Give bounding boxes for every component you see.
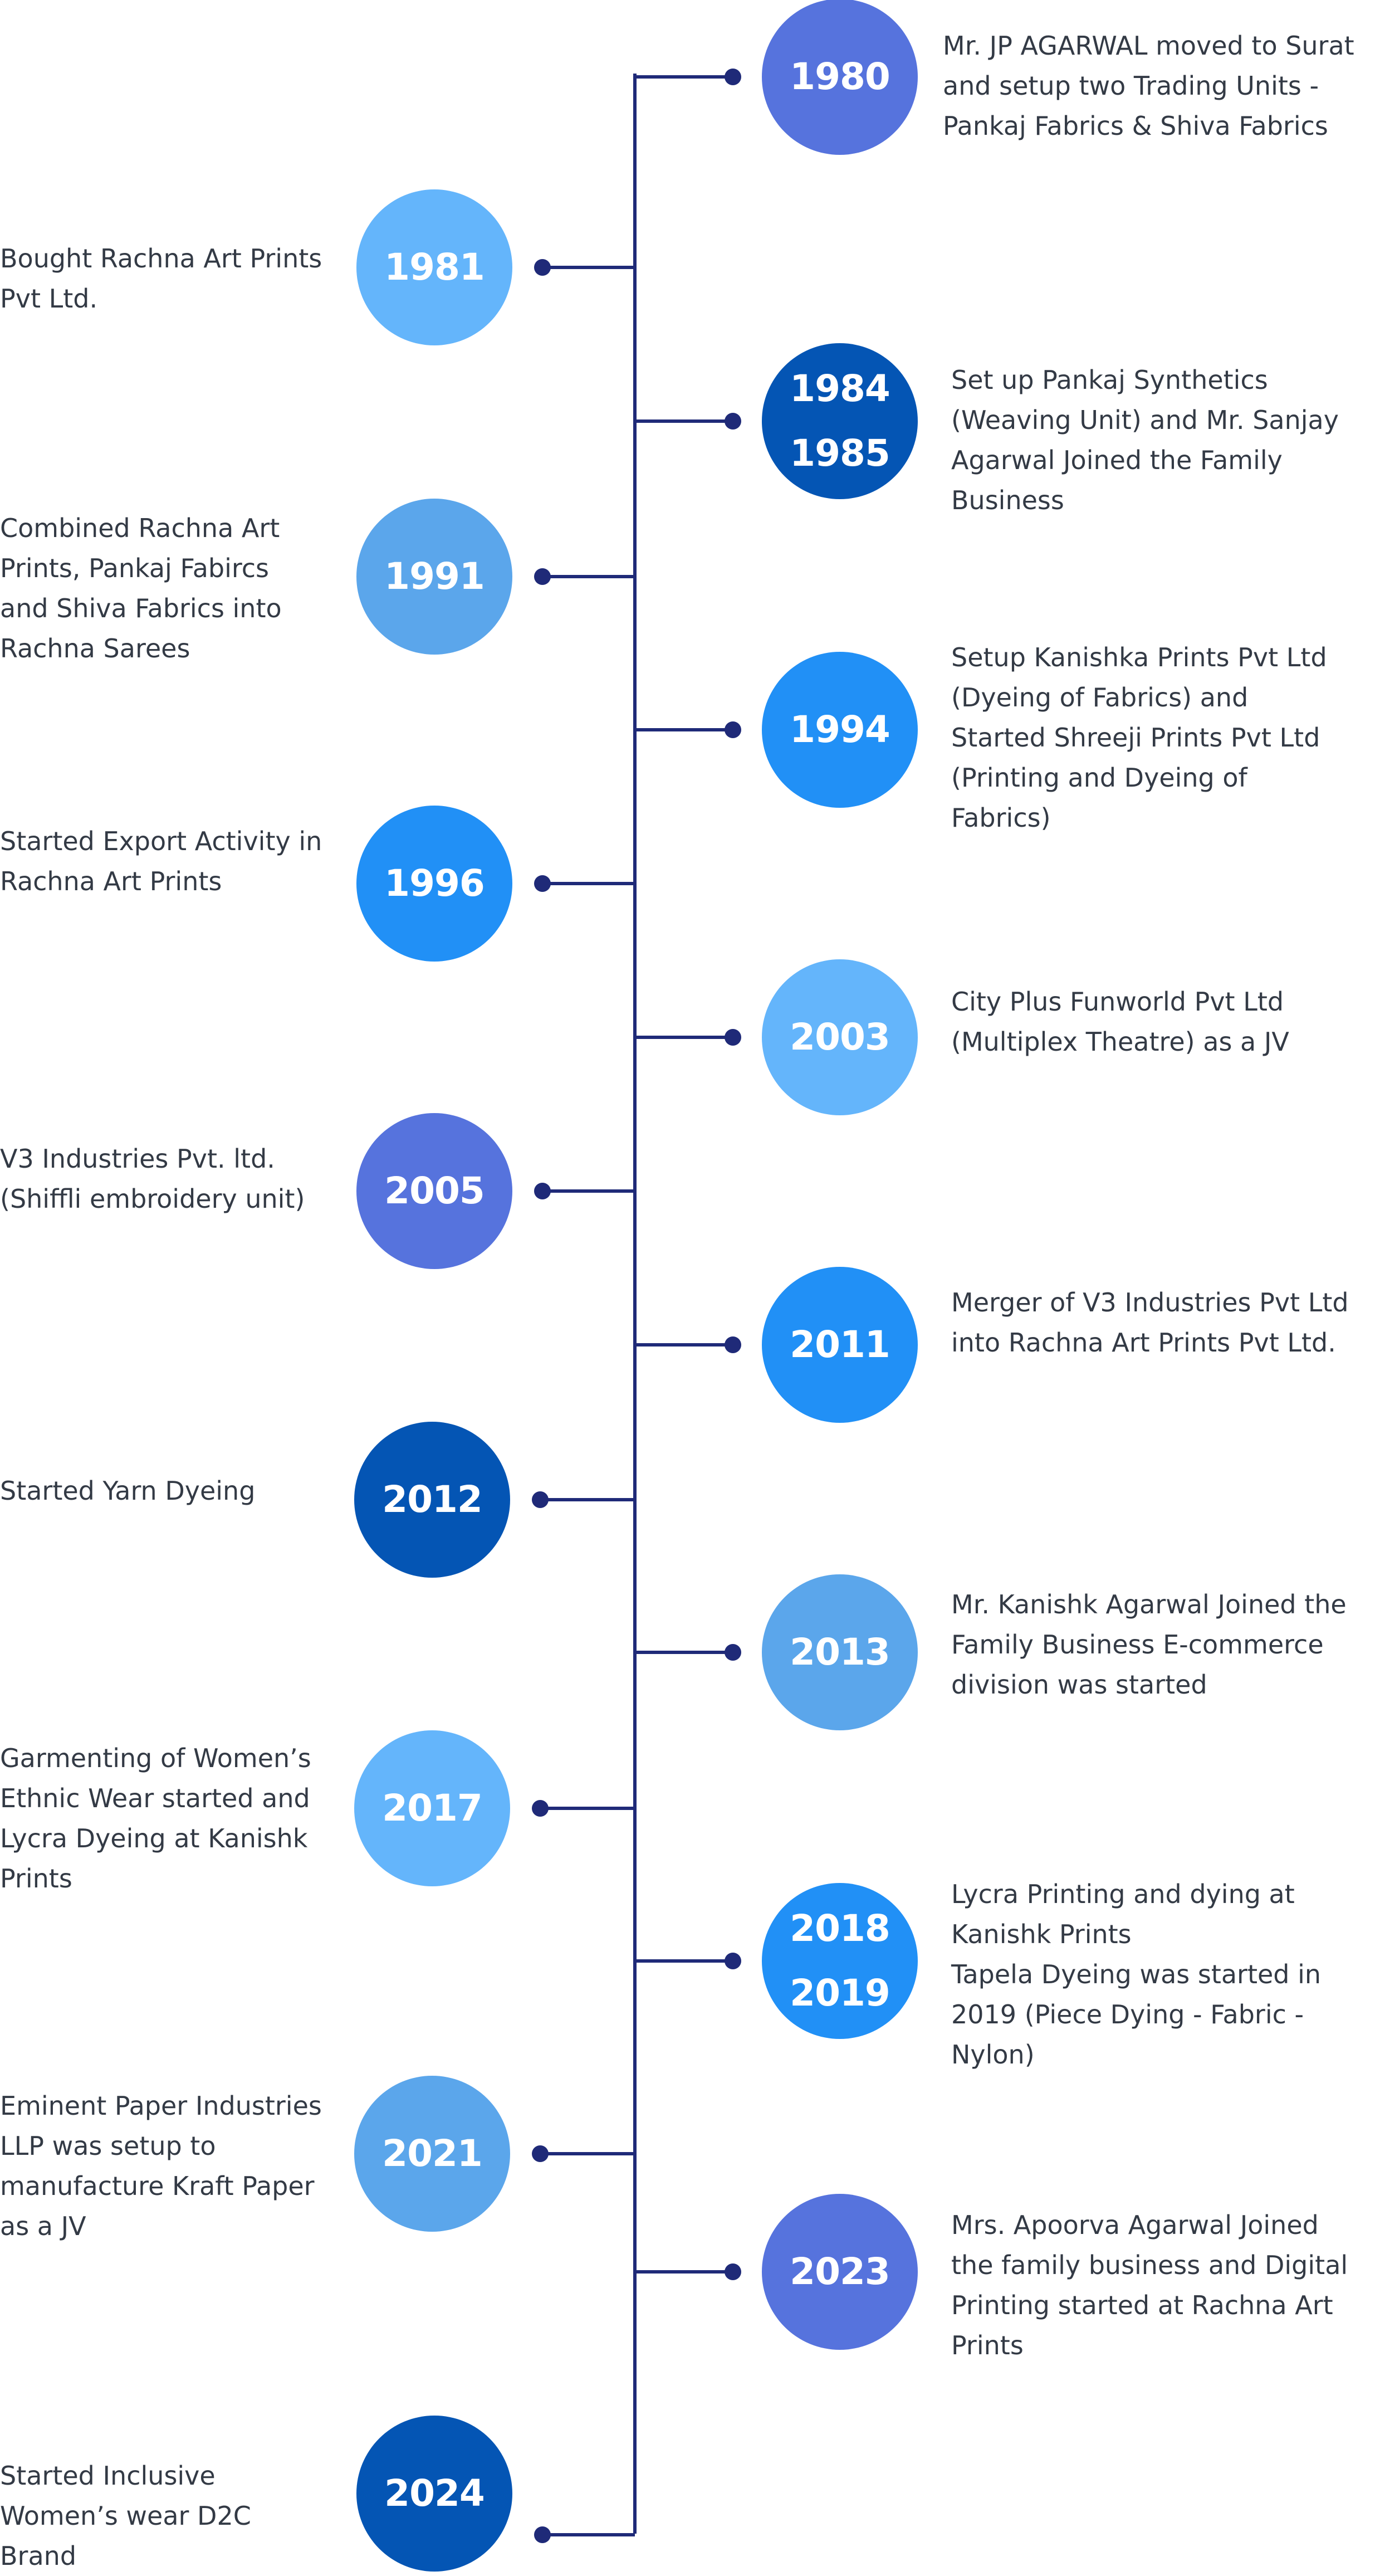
event-description: Mr. Kanishk Agarwal Joined the Family Bu… bbox=[951, 1589, 1347, 1700]
year-label: 2017 bbox=[382, 1787, 483, 1829]
year-badge: 2011 bbox=[762, 1267, 918, 1423]
year-label: 1985 bbox=[790, 432, 890, 475]
timeline-dot bbox=[725, 1336, 741, 1353]
year-label: 2005 bbox=[384, 1169, 485, 1212]
year-badge: 2023 bbox=[762, 2194, 918, 2350]
timeline-dot bbox=[532, 1491, 549, 1508]
timeline-dot bbox=[534, 875, 551, 892]
timeline-dot bbox=[725, 721, 741, 738]
year-badge: 1981 bbox=[356, 189, 512, 345]
year-badge: 2013 bbox=[762, 1574, 918, 1730]
timeline-dot bbox=[534, 259, 551, 276]
event-description: Eminent Paper Industries LLP was setup t… bbox=[0, 2091, 322, 2241]
year-label: 2023 bbox=[790, 2250, 890, 2293]
event-description: Combined Rachna Art Prints, Pankaj Fabir… bbox=[0, 513, 282, 663]
event-description: Lycra Printing and dying at Kanishk Prin… bbox=[951, 1879, 1322, 2070]
year-badge: 2003 bbox=[762, 959, 918, 1115]
year-label: 1980 bbox=[790, 55, 890, 98]
timeline-dot bbox=[725, 1953, 741, 1969]
year-badge: 2017 bbox=[354, 1730, 510, 1886]
event-description: V3 Industries Pvt. ltd. (Shiffli embroid… bbox=[0, 1144, 305, 1214]
year-label: 2021 bbox=[382, 2132, 483, 2175]
year-badge: 1991 bbox=[356, 499, 512, 655]
year-badge: 2012 bbox=[354, 1422, 510, 1578]
timeline-dot bbox=[532, 1800, 549, 1817]
year-label: 2013 bbox=[790, 1631, 890, 1674]
year-badge: 2005 bbox=[356, 1113, 512, 1269]
timeline-dot bbox=[725, 1644, 741, 1661]
year-label: 2024 bbox=[384, 2472, 485, 2515]
year-badge: 2021 bbox=[354, 2076, 510, 2232]
event-description: Mrs. Apoorva Agarwal Joined the family b… bbox=[951, 2210, 1348, 2360]
year-badge: 2018 2019 bbox=[762, 1883, 918, 2039]
event-description: Started Inclusive Women’s wear D2C Brand bbox=[0, 2461, 251, 2571]
timeline-dot bbox=[725, 413, 741, 430]
timeline-dot bbox=[534, 1183, 551, 1199]
event-description: Setup Kanishka Prints Pvt Ltd (Dyeing of… bbox=[951, 642, 1327, 833]
year-label: 1981 bbox=[384, 246, 485, 289]
year-badge: 1996 bbox=[356, 806, 512, 962]
event-description: City Plus Funworld Pvt Ltd (Multiplex Th… bbox=[951, 987, 1289, 1057]
year-label: 1994 bbox=[790, 708, 890, 751]
event-description: Merger of V3 Industries Pvt Ltd into Rac… bbox=[951, 1287, 1349, 1358]
year-badge: 1980 bbox=[762, 0, 918, 155]
year-label: 1996 bbox=[384, 862, 485, 905]
year-label: 2018 bbox=[790, 1907, 890, 1950]
year-label: 2019 bbox=[790, 1972, 890, 2014]
timeline-dot bbox=[532, 2145, 549, 2162]
event-description: Garmenting of Women’s Ethnic Wear starte… bbox=[0, 1743, 311, 1894]
timeline-dot bbox=[725, 1029, 741, 1046]
year-badge: 1994 bbox=[762, 652, 918, 808]
timeline-dot bbox=[725, 69, 741, 85]
timeline-dot bbox=[534, 568, 551, 585]
event-description: Mr. JP AGARWAL moved to Surat and setup … bbox=[943, 31, 1354, 141]
event-description: Bought Rachna Art Prints Pvt Ltd. bbox=[0, 243, 322, 314]
timeline-dot bbox=[534, 2526, 551, 2543]
year-label: 2003 bbox=[790, 1016, 890, 1058]
year-badge: 1984 1985 bbox=[762, 343, 918, 499]
event-description: Set up Pankaj Synthetics (Weaving Unit) … bbox=[951, 365, 1339, 515]
timeline-dot bbox=[725, 2263, 741, 2280]
year-label: 1991 bbox=[384, 555, 485, 598]
event-description: Started Export Activity in Rachna Art Pr… bbox=[0, 826, 322, 896]
year-label: 1984 bbox=[790, 367, 890, 410]
year-label: 2012 bbox=[382, 1478, 483, 1521]
event-description: Started Yarn Dyeing bbox=[0, 1476, 256, 1506]
year-label: 2011 bbox=[790, 1323, 890, 1366]
year-badge: 2024 bbox=[356, 2416, 512, 2572]
